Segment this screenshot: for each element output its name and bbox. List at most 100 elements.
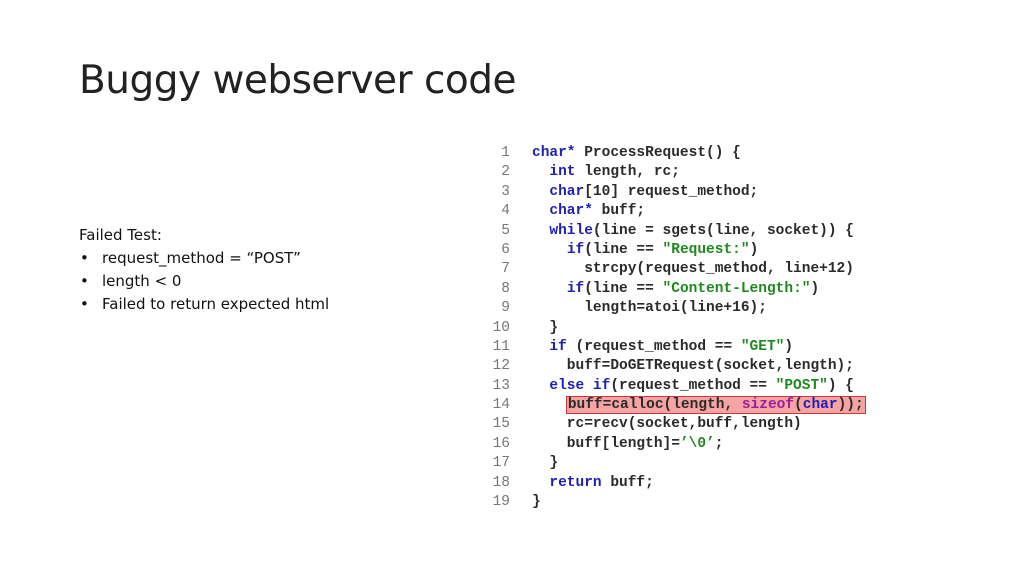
code-token: [532, 475, 549, 491]
code-keyword: char: [549, 183, 585, 200]
bullet-icon: •: [80, 295, 89, 313]
failed-test-item-text: Failed to return expected html: [102, 295, 330, 313]
code-text: }: [532, 494, 541, 510]
bullet-icon: •: [80, 272, 89, 290]
code-line: 17 }: [488, 454, 865, 473]
code-keyword: char: [802, 397, 838, 414]
code-token: }: [532, 494, 541, 511]
code-string: "POST": [775, 377, 828, 394]
line-number: 19: [492, 494, 510, 511]
code-token: length, rc;: [575, 164, 680, 181]
code-token: (line ==: [584, 241, 663, 258]
failed-test-item-text: length < 0: [102, 272, 182, 290]
code-keyword: else if: [549, 377, 611, 394]
code-token: ) {: [827, 377, 854, 394]
code-keyword: if: [549, 338, 567, 355]
code-text: while(line = sgets(line, socket)) {: [532, 223, 854, 239]
line-number: 6: [501, 241, 510, 258]
code-line: 12 buff=DoGETRequest(socket,length);: [488, 357, 865, 376]
line-number: 4: [501, 203, 510, 220]
code-token: (: [794, 397, 803, 414]
code-string: "GET": [740, 338, 785, 355]
code-keyword: char*: [549, 203, 593, 220]
code-token: ProcessRequest() {: [575, 145, 741, 161]
code-token: buff=calloc(length,: [567, 397, 742, 414]
code-token: buff=DoGETRequest(socket,length);: [532, 358, 854, 375]
code-line: 15 rc=recv(socket,buff,length): [488, 415, 865, 434]
code-line: 18 return buff;: [488, 474, 865, 493]
line-number: 9: [501, 300, 510, 317]
line-number: 1: [501, 145, 510, 161]
code-line: 2 int length, rc;: [488, 163, 865, 182]
code-token: length=atoi(line+16);: [532, 300, 767, 317]
code-text: else if(request_method == "POST") {: [532, 378, 854, 394]
code-line: 8 if(line == "Content-Length:"): [488, 280, 865, 299]
code-token: [532, 164, 549, 180]
code-token: [532, 242, 567, 258]
code-token: ));: [837, 397, 864, 414]
code-token: ): [784, 338, 794, 355]
line-number: 13: [492, 377, 510, 394]
code-token: (line ==: [584, 280, 663, 297]
code-token: [532, 184, 549, 200]
code-text: buff[length]=’\0’;: [532, 435, 724, 452]
failed-test-box: Failed Test: • request_method = “POST” •…: [79, 224, 329, 316]
code-token: [532, 203, 549, 219]
line-number: 14: [492, 397, 510, 414]
code-line: 19}: [488, 493, 865, 512]
code-text: rc=recv(socket,buff,length): [532, 416, 802, 432]
code-text: return buff;: [532, 474, 653, 491]
code-line: 13 else if(request_method == "POST") {: [488, 377, 865, 396]
code-text: if(line == "Request:"): [532, 242, 758, 258]
code-token: [532, 223, 549, 239]
code-keyword: int: [549, 164, 576, 181]
code-token: buff[length]=: [532, 435, 680, 452]
line-number: 10: [492, 319, 510, 336]
bullet-icon: •: [80, 249, 89, 267]
code-text: char[10] request_method;: [532, 184, 758, 200]
code-line: 1 char* ProcessRequest() {: [488, 144, 865, 163]
code-token: (request_method ==: [610, 377, 776, 394]
line-number: 3: [501, 183, 510, 200]
failed-test-heading: Failed Test:: [79, 226, 162, 244]
code-token: strcpy(request_method, line+12): [532, 261, 854, 278]
code-line: 11 if (request_method == "GET"): [488, 338, 865, 357]
code-line: 6 if(line == "Request:"): [488, 241, 865, 260]
code-listing: 1 char* ProcessRequest() { 2 int length, r…: [488, 144, 866, 512]
code-token: }: [532, 319, 559, 336]
code-token: rc=recv(socket,buff,length): [532, 416, 802, 433]
code-text: int length, rc;: [532, 164, 680, 180]
code-text: strcpy(request_method, line+12): [532, 261, 854, 277]
code-string: ’\0’: [679, 435, 715, 452]
code-line: 7 strcpy(request_method, line+12): [488, 260, 865, 279]
code-text: if(line == "Content-Length:"): [532, 281, 819, 297]
code-line: 14 buff=calloc(length, sizeof(char));: [488, 396, 866, 415]
code-text: char* ProcessRequest() {: [532, 145, 741, 161]
code-text: if (request_method == "GET"): [532, 339, 793, 355]
line-number: 7: [501, 261, 510, 278]
code-keyword: return: [549, 474, 602, 491]
failed-test-item: • length < 0: [79, 270, 329, 293]
line-number: 12: [492, 358, 510, 375]
code-line: 16 buff[length]=’\0’;: [488, 435, 865, 454]
code-line: 5 while(line = sgets(line, socket)) {: [488, 222, 865, 241]
failed-test-item: • Failed to return expected html: [79, 293, 329, 316]
code-line: 3 char[10] request_method;: [488, 183, 865, 202]
code-token: ): [749, 241, 759, 258]
code-text: buff=calloc(length, sizeof(char));: [532, 396, 866, 415]
code-token: [532, 378, 549, 394]
code-token: [532, 339, 549, 355]
code-token: }: [532, 455, 559, 472]
code-text: }: [532, 320, 558, 336]
code-text: }: [532, 455, 558, 471]
code-text: buff=DoGETRequest(socket,length);: [532, 358, 854, 374]
code-line: 10 }: [488, 319, 865, 338]
code-token: [532, 281, 567, 297]
slide-title: Buggy webserver code: [79, 58, 517, 103]
code-text: length=atoi(line+16);: [532, 300, 767, 316]
failed-test-item-text: request_method = “POST”: [102, 249, 301, 267]
code-token: ): [810, 280, 820, 297]
line-number: 11: [492, 338, 510, 355]
code-keyword: if: [566, 280, 585, 297]
code-token: ;: [714, 435, 724, 452]
